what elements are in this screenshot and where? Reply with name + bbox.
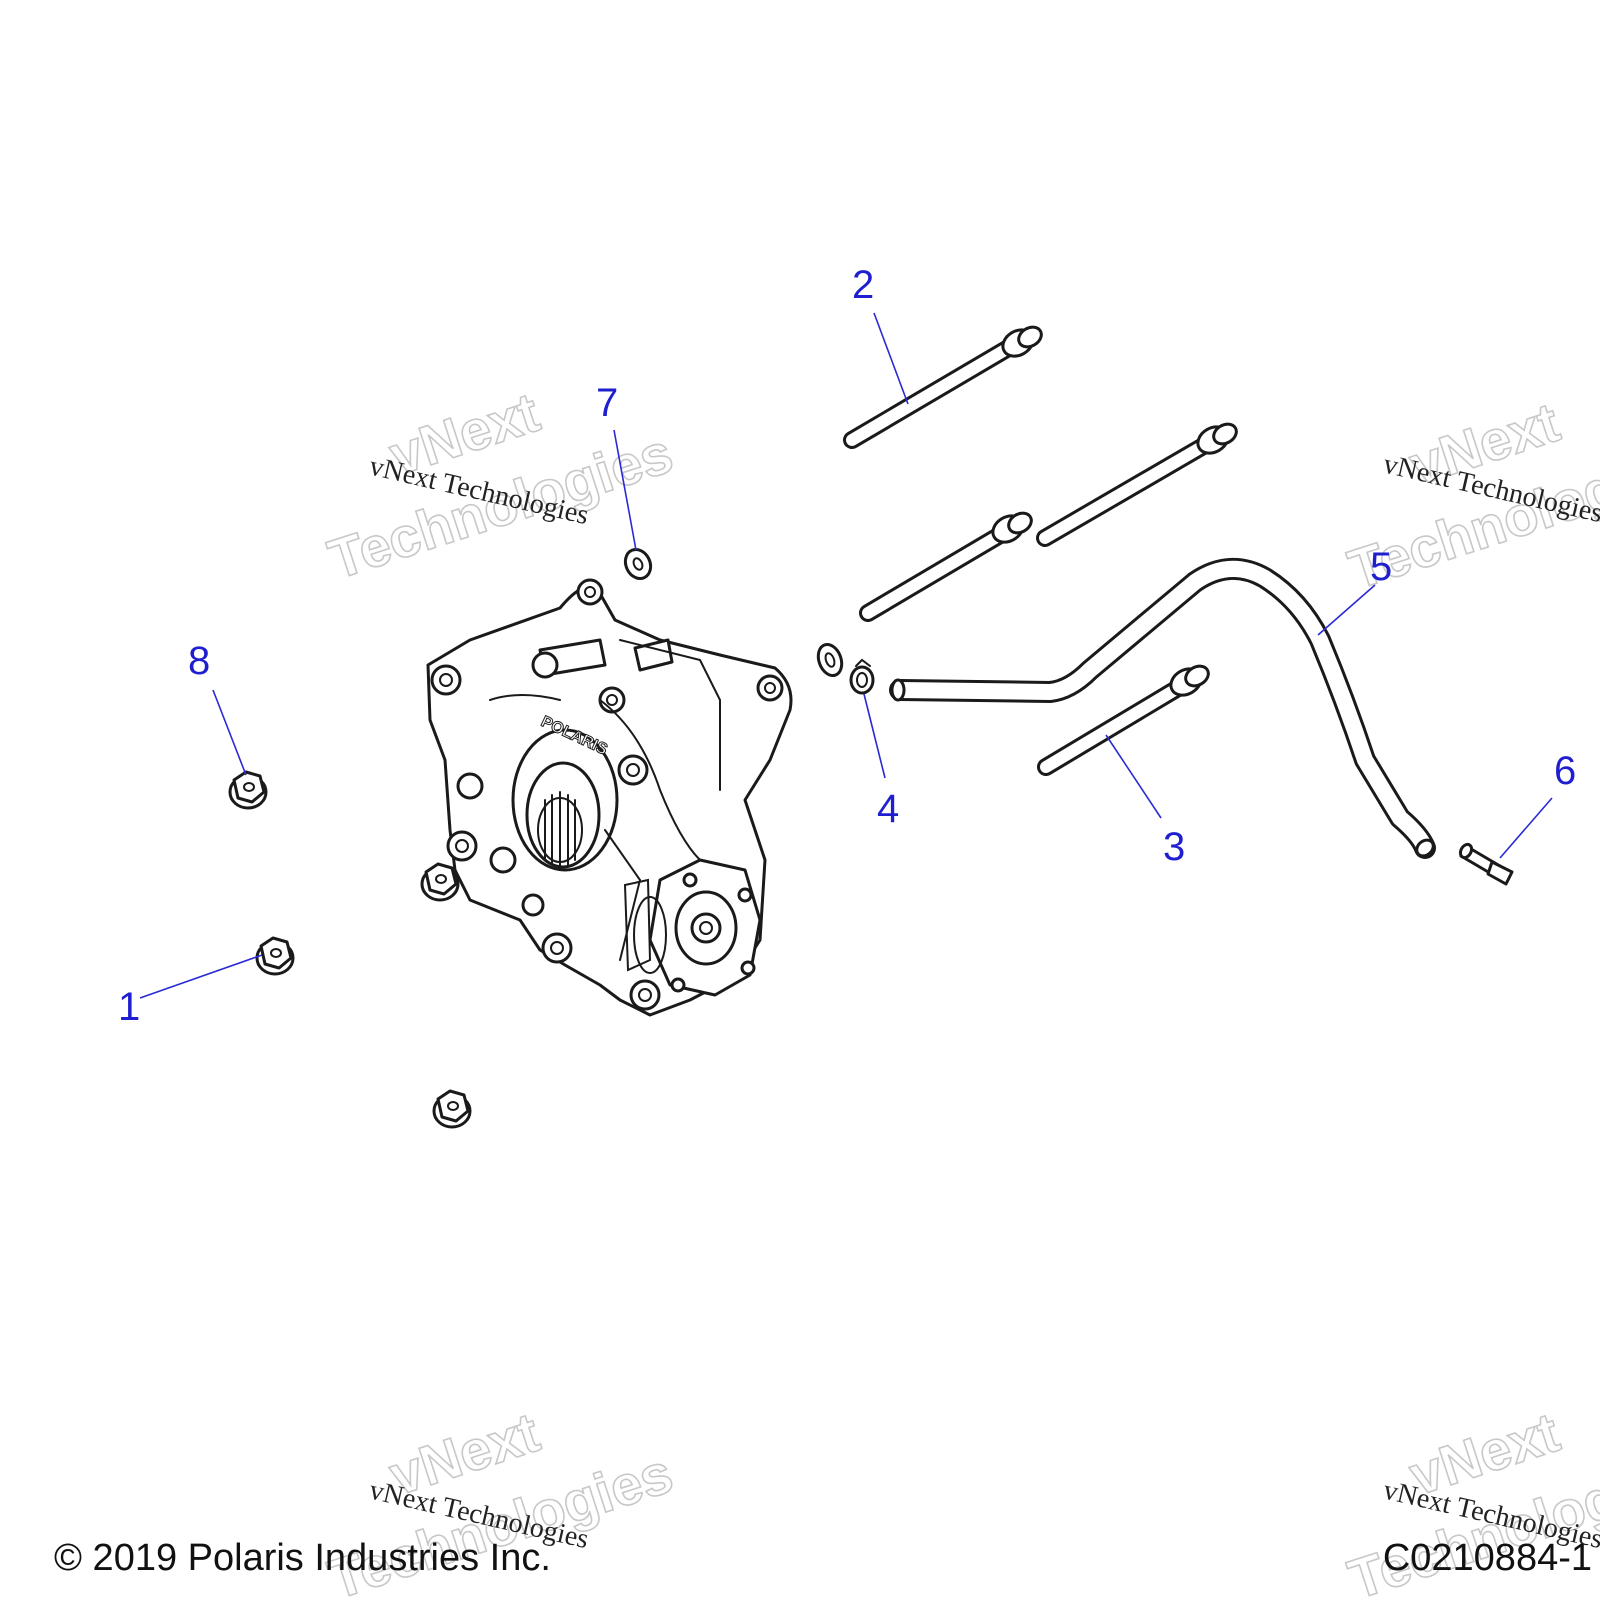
watermark-top-left: vNext Technologies <box>320 379 680 592</box>
callout-4: 4 <box>877 787 899 831</box>
washer-7 <box>623 547 653 581</box>
bolt-3 <box>1037 664 1210 776</box>
leader-3 <box>1105 734 1162 819</box>
medium-bolt-middle <box>859 511 1033 622</box>
callout-8: 8 <box>188 639 210 683</box>
callout-7: 7 <box>596 381 618 425</box>
figure-id: C0210884-1 <box>1383 1537 1592 1579</box>
leader-8 <box>212 689 247 776</box>
leader-6 <box>1499 797 1553 859</box>
flange-nut-1 <box>255 936 295 976</box>
leader-2 <box>873 312 909 405</box>
flange-nut-8 <box>228 770 268 810</box>
leader-7 <box>613 429 637 551</box>
copyright-notice: © 2019 Polaris Industries Inc. <box>54 1537 551 1579</box>
callout-3: 3 <box>1163 825 1185 869</box>
washer <box>816 643 844 677</box>
long-bolt-2 <box>843 325 1043 449</box>
vent-hose-5 <box>889 557 1436 859</box>
callout-5: 5 <box>1370 545 1392 589</box>
flange-nut-bottom <box>432 1089 472 1129</box>
long-bolt-upper-right <box>1036 422 1238 547</box>
flange-nut-left-middle <box>420 862 460 902</box>
callout-6: 6 <box>1554 749 1576 793</box>
hose-clamp-4 <box>849 658 875 695</box>
leader-1 <box>139 954 263 999</box>
leader-5 <box>1317 584 1376 636</box>
gearcase-housing: POLARIS <box>426 578 793 1017</box>
breather-fitting-6 <box>1458 842 1514 886</box>
callout-1: 1 <box>118 985 140 1029</box>
leader-4 <box>863 693 886 779</box>
callout-2: 2 <box>852 263 874 307</box>
